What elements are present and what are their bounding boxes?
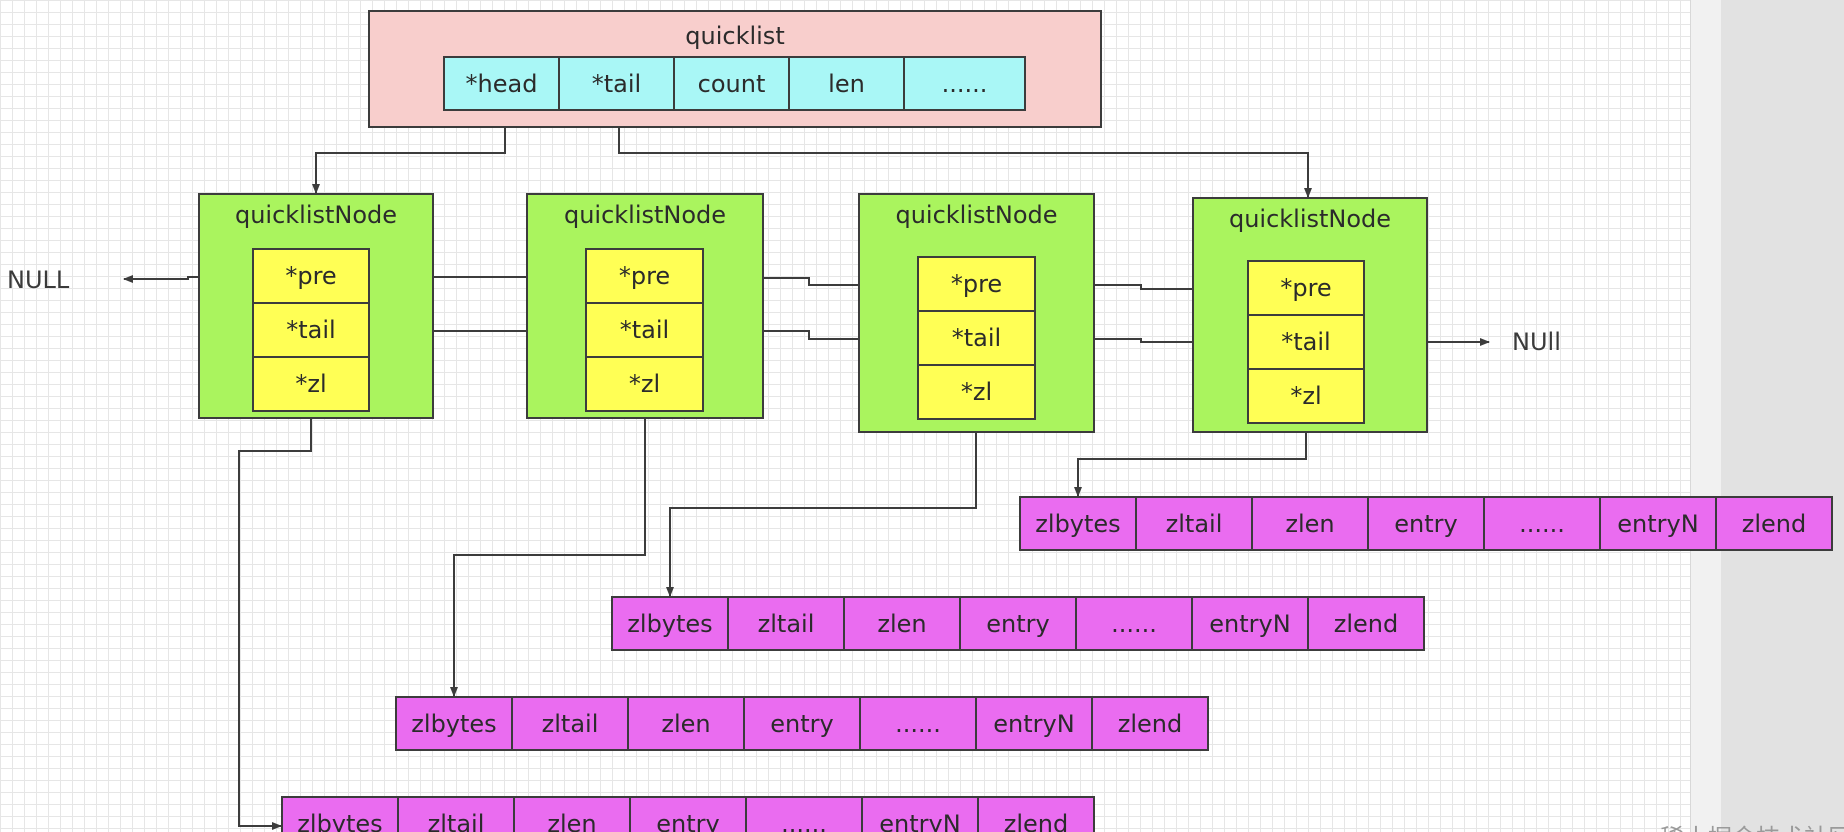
ziplist-d-zltail: zltail: [397, 796, 515, 832]
ziplist-d-more: ......: [745, 796, 863, 832]
ziplist-c-zltail: zltail: [511, 696, 629, 751]
ziplist-c-entry: entry: [743, 696, 861, 751]
node-2-zl: *zl: [585, 356, 704, 412]
quicklist-field-tail: *tail: [558, 56, 675, 111]
watermark: 稀土掘金技术社区: [1660, 818, 1844, 832]
panel-strip: [1721, 0, 1844, 832]
node-4-title: quicklistNode: [1228, 205, 1392, 233]
ziplist-d-zlbytes: zlbytes: [281, 796, 399, 832]
ziplist-c-zlbytes: zlbytes: [395, 696, 513, 751]
null-left-label: NULL: [7, 266, 70, 294]
node-3-pre: *pre: [917, 256, 1036, 312]
quicklist-field-head: *head: [443, 56, 560, 111]
node-2-pre: *pre: [585, 248, 704, 304]
quicklist-field-count: count: [673, 56, 790, 111]
ziplist-b-zlen: zlen: [843, 596, 961, 651]
ziplist-b-entryN: entryN: [1191, 596, 1309, 651]
node-2-tail: *tail: [585, 302, 704, 358]
ziplist-d-entryN: entryN: [861, 796, 979, 832]
quicklist-field-more: ......: [903, 56, 1026, 111]
null-right-label: NUll: [1512, 328, 1561, 356]
node-1-tail: *tail: [252, 302, 370, 358]
ziplist-a-zlend: zlend: [1715, 496, 1833, 551]
ziplist-d-zlen: zlen: [513, 796, 631, 832]
ziplist-a-entry: entry: [1367, 496, 1485, 551]
ziplist-a-zlen: zlen: [1251, 496, 1369, 551]
arrow-node-4-zl-to-ziplist-a: [1074, 424, 1307, 497]
quicklist-title: quicklist: [685, 22, 785, 50]
right-side-panel: [1690, 0, 1844, 832]
ziplist-d-entry: entry: [629, 796, 747, 832]
ziplist-a-zltail: zltail: [1135, 496, 1253, 551]
ziplist-c-zlen: zlen: [627, 696, 745, 751]
ziplist-b-entry: entry: [959, 596, 1077, 651]
node-4-tail: *tail: [1247, 314, 1365, 370]
node-2-title: quicklistNode: [563, 201, 727, 229]
ziplist-c-zlend: zlend: [1091, 696, 1209, 751]
ziplist-b-more: ......: [1075, 596, 1193, 651]
ziplist-c-entryN: entryN: [975, 696, 1093, 751]
node-3-zl: *zl: [917, 364, 1036, 420]
ziplist-b-zltail: zltail: [727, 596, 845, 651]
arrow-head-to-node-1: [312, 112, 506, 194]
arrow-tail-to-node-4: [618, 112, 1312, 198]
arrow-node-1-zl-to-ziplist-d: [238, 412, 312, 830]
node-3-tail: *tail: [917, 310, 1036, 366]
arrow-node-3-zl-to-ziplist-b: [666, 420, 977, 597]
ziplist-a-more: ......: [1483, 496, 1601, 551]
ziplist-a-entryN: entryN: [1599, 496, 1717, 551]
node-3-title: quicklistNode: [895, 201, 1058, 229]
ziplist-b-zlend: zlend: [1307, 596, 1425, 651]
ziplist-d-zlend: zlend: [977, 796, 1095, 832]
node-1-title: quicklistNode: [234, 201, 398, 229]
node-1-pre: *pre: [252, 248, 370, 304]
ziplist-a-zlbytes: zlbytes: [1019, 496, 1137, 551]
node-4-zl: *zl: [1247, 368, 1365, 424]
ziplist-b-zlbytes: zlbytes: [611, 596, 729, 651]
node-4-pre: *pre: [1247, 260, 1365, 316]
ziplist-c-more: ......: [859, 696, 977, 751]
arrow-node-2-zl-to-ziplist-c: [450, 412, 646, 697]
node-1-zl: *zl: [252, 356, 370, 412]
quicklist-field-len: len: [788, 56, 905, 111]
